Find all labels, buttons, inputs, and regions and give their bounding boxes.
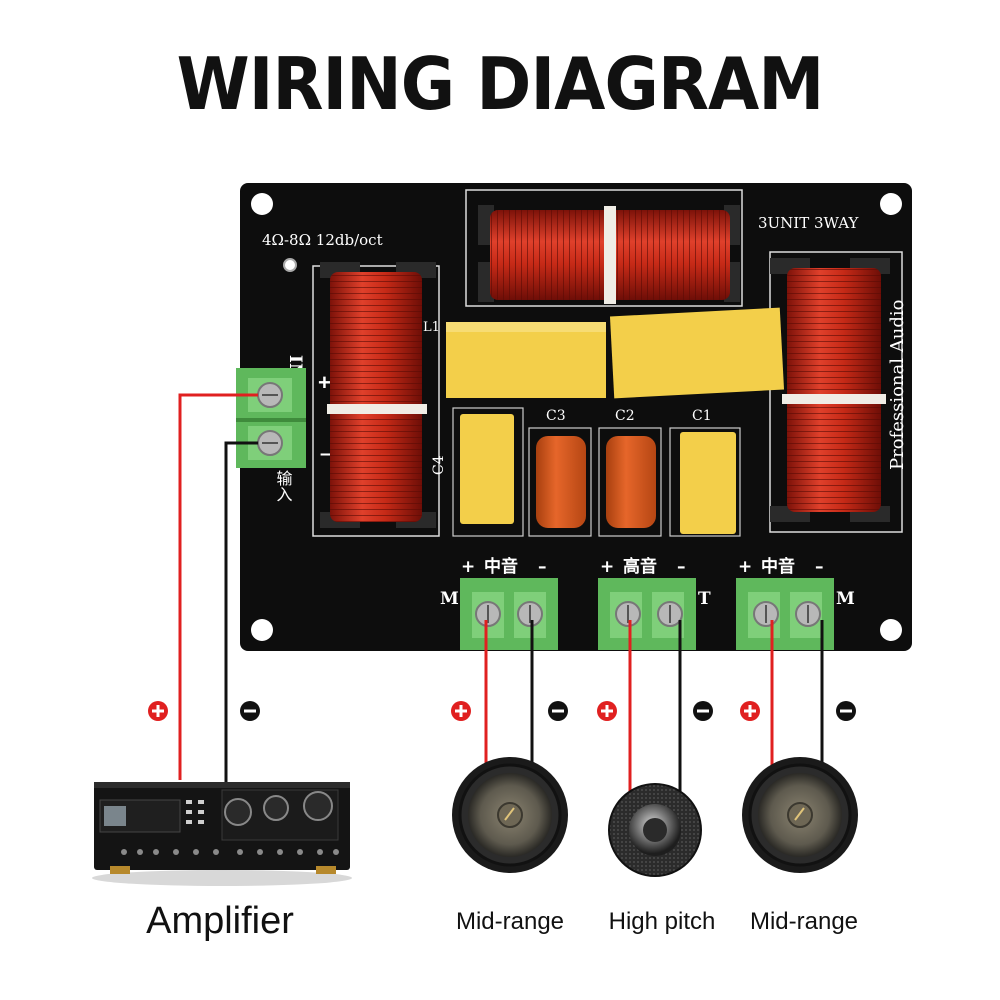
plus-icon (148, 701, 168, 721)
plus-icon (740, 701, 760, 721)
mount-hole (880, 619, 902, 641)
capacitor-c5 (446, 322, 606, 398)
speaker-left-icon (452, 757, 568, 873)
label-c4: C4 (431, 455, 447, 475)
capacitor-c2 (606, 436, 656, 528)
mount-hole (251, 193, 273, 215)
knob-icon (224, 798, 252, 826)
minus-icon (693, 701, 713, 721)
out-right-cn: 中音 (761, 556, 795, 577)
capacitor-c1 (680, 432, 736, 534)
out-right-minus: – (815, 557, 824, 577)
out-right-plus: + (738, 557, 752, 577)
out-left-minus: – (538, 557, 547, 577)
coil-l3 (770, 258, 890, 522)
input-cn-label: 输入 (274, 470, 293, 502)
page-title: WIRING DIAGRAM (176, 42, 825, 126)
minus-icon (240, 701, 260, 721)
speaker-right-icon (742, 757, 858, 873)
plus-icon (451, 701, 471, 721)
minus-icon (836, 701, 856, 721)
mount-hole (251, 619, 273, 641)
out-center-side: T (698, 589, 711, 609)
amplifier-label: Amplifier (146, 900, 294, 942)
label-c1: C1 (692, 408, 712, 424)
output-terminal-right (736, 578, 834, 650)
speaker-center-label: High pitch (608, 908, 716, 935)
brand-text: Professional Audio (887, 300, 908, 470)
speaker-left-label: Mid-range (455, 908, 565, 935)
input-minus: – (320, 443, 331, 465)
mount-hole (880, 193, 902, 215)
out-right-side: M (836, 589, 855, 609)
knob-icon (303, 791, 333, 821)
impedance-text: 4Ω-8Ω 12db/oct (262, 231, 383, 249)
out-center-plus: + (600, 557, 614, 577)
out-center-minus: – (677, 557, 686, 577)
capacitor-c6 (609, 307, 785, 399)
out-left-cn: 中音 (484, 556, 518, 577)
input-plus: + (318, 370, 331, 395)
speaker-right-label: Mid-range (749, 908, 859, 935)
output-terminal-left (460, 578, 558, 650)
label-c3: C3 (546, 408, 566, 424)
capacitor-c3 (536, 436, 586, 528)
out-center-cn: 高音 (623, 556, 657, 577)
out-left-plus: + (461, 557, 475, 577)
label-c2: C2 (615, 408, 635, 424)
input-positive-wire (178, 393, 258, 780)
minus-icon (548, 701, 568, 721)
units-text: 3UNIT 3WAY (758, 214, 859, 232)
plus-icon (597, 701, 617, 721)
coil-l2 (478, 205, 740, 304)
input-negative-wire (224, 441, 258, 782)
amplifier-icon (92, 782, 352, 886)
knob-icon (263, 795, 289, 821)
label-l1: L1 (423, 320, 440, 335)
wires (178, 393, 824, 795)
polarity-icons (148, 701, 856, 721)
speaker-center-icon (608, 783, 702, 877)
coil-l1 (320, 262, 436, 528)
input-terminal (236, 368, 306, 468)
capacitor-c4 (460, 414, 514, 524)
out-left-side: M (440, 589, 459, 609)
